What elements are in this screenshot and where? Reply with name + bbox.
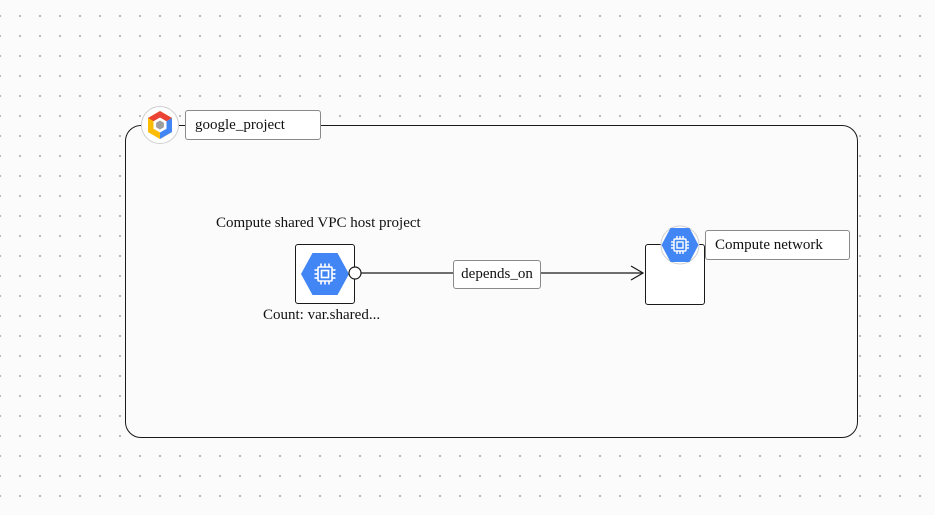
compute-engine-icon <box>660 225 700 265</box>
compute-engine-icon <box>301 253 349 295</box>
edge-label[interactable]: depends_on <box>453 260 541 289</box>
source-node-title: Compute shared VPC host project <box>216 215 421 231</box>
google-cloud-icon[interactable] <box>140 105 180 145</box>
source-node-count: Count: var.shared... <box>263 307 381 323</box>
target-node-label[interactable]: Compute network <box>705 230 850 260</box>
project-label[interactable]: google_project <box>185 110 321 140</box>
